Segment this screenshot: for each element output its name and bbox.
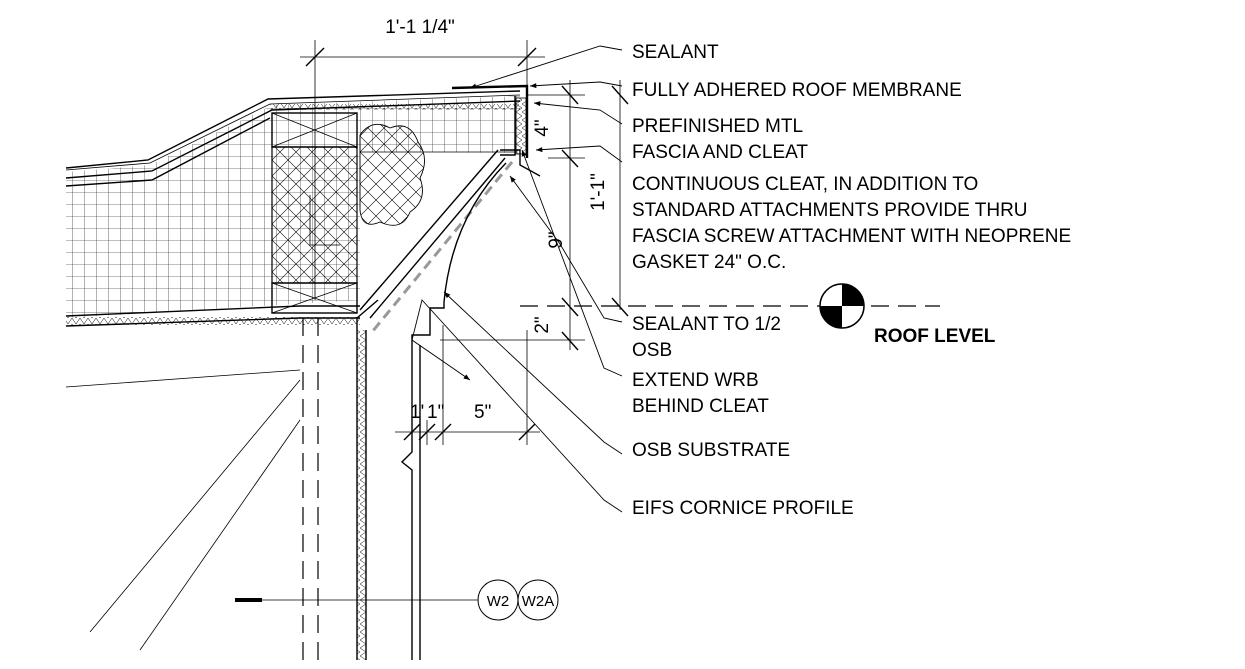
dim-overall-height: 1'-1" — [588, 173, 609, 211]
note-cleat-4: GASKET 24" O.C. — [632, 252, 786, 273]
wood-blocking — [271, 112, 358, 314]
dim-one-a: 1' — [410, 402, 424, 423]
wall-tag-w2a: W2A — [522, 593, 555, 610]
note-osb: OSB SUBSTRATE — [632, 440, 790, 461]
note-fascia-1: PREFINISHED MTL — [632, 116, 803, 137]
dim-fascia: 4" — [532, 119, 553, 136]
dimension-lines — [300, 40, 629, 445]
spray-foam — [359, 123, 425, 226]
note-wrb-2: BEHIND CLEAT — [632, 396, 769, 417]
dim-one-b: 1" — [427, 402, 444, 423]
note-sealant: SEALANT — [632, 42, 719, 63]
dim-two: 2" — [532, 316, 553, 333]
note-leaders — [411, 45, 623, 513]
roof-level-datum — [520, 283, 940, 329]
wall-tag-w2: W2 — [487, 593, 510, 610]
dim-five: 5" — [474, 402, 491, 423]
wall-tag: W2 W2A — [235, 579, 559, 621]
dim-nine: 9" — [546, 231, 567, 248]
note-sealant-osb-2: OSB — [632, 340, 672, 361]
note-cleat-1: CONTINUOUS CLEAT, IN ADDITION TO — [632, 174, 978, 195]
note-cleat-3: FASCIA SCREW ATTACHMENT WITH NEOPRENE — [632, 226, 1071, 247]
note-eifs: EIFS CORNICE PROFILE — [632, 498, 854, 519]
note-sealant-osb-1: SEALANT TO 1/2 — [632, 314, 781, 335]
note-membrane: FULLY ADHERED ROOF MEMBRANE — [632, 80, 962, 101]
dim-top-width: 1'-1 1/4" — [385, 17, 455, 38]
note-wrb-1: EXTEND WRB — [632, 370, 759, 391]
wall-section — [65, 299, 379, 660]
eifs-cornice — [359, 149, 514, 660]
roof-level-label: ROOF LEVEL — [874, 326, 996, 347]
note-cleat-2: STANDARD ATTACHMENTS PROVIDE THRU — [632, 200, 1028, 221]
note-fascia-2: FASCIA AND CLEAT — [632, 142, 808, 163]
